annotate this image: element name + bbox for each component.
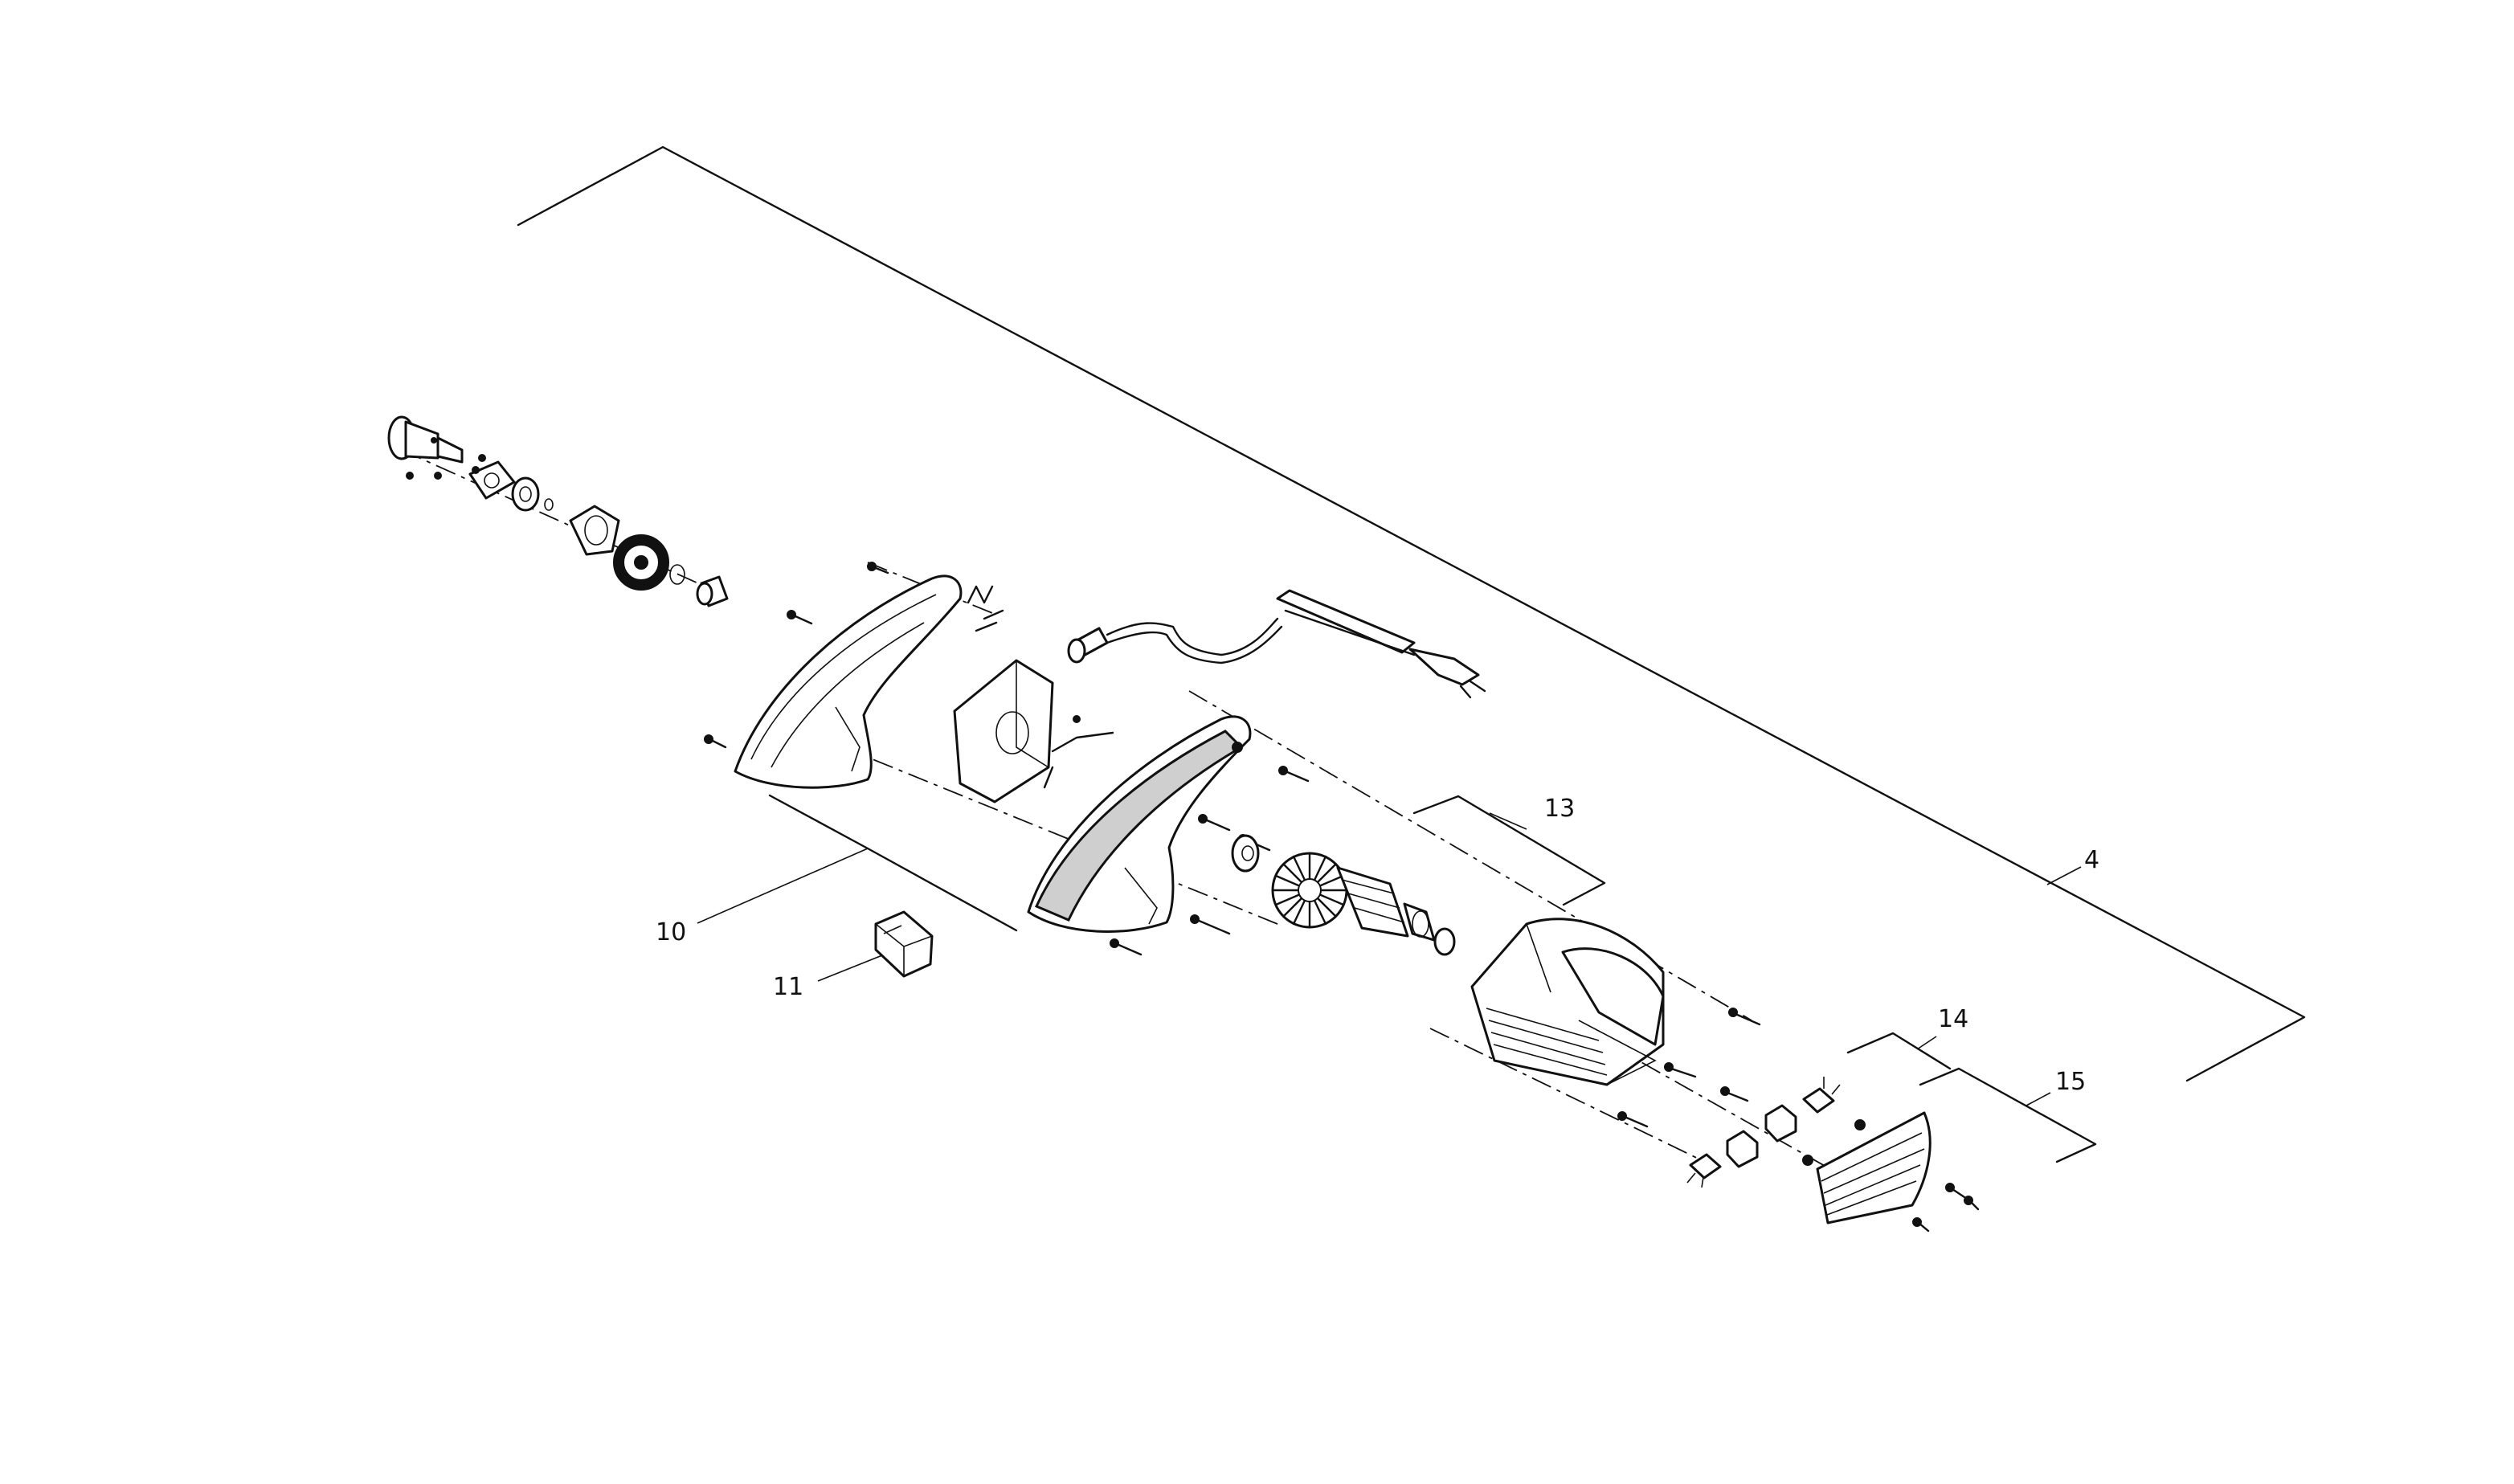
bracket-13 xyxy=(1412,795,1606,906)
power-cord xyxy=(1067,589,1486,699)
brush-holder-lower xyxy=(1686,1153,1722,1188)
bracket-15 xyxy=(1919,1067,2097,1163)
carbon-brush-lower xyxy=(1726,1130,1759,1168)
fan-washer xyxy=(1231,834,1260,873)
carbon-brush-upper xyxy=(1764,1104,1797,1143)
fan xyxy=(1271,852,1348,929)
callout-label-11: 11 xyxy=(773,973,803,1001)
end-cap-15 xyxy=(1802,1111,1980,1233)
leader-11 xyxy=(817,955,883,982)
washer xyxy=(511,476,554,512)
armature xyxy=(1336,866,1456,956)
switch-button-11 xyxy=(874,910,934,978)
right-housing xyxy=(1027,715,1252,933)
spindle-shaft xyxy=(387,415,464,480)
screws-motor-housing xyxy=(1617,1008,1761,1128)
brush-holder-upper xyxy=(1802,1077,1841,1114)
switch-module xyxy=(953,659,1114,803)
callout-label-15: 15 xyxy=(2055,1068,2086,1096)
gear-wheel xyxy=(613,534,685,591)
bracket-10 xyxy=(697,794,1018,932)
flange-plate xyxy=(468,454,516,500)
bushing xyxy=(696,575,729,607)
spring-screw xyxy=(967,585,1004,632)
callout-label-14: 14 xyxy=(1938,1005,1968,1033)
callout-label-13: 13 xyxy=(1544,795,1575,823)
bracket-4 xyxy=(517,145,2306,1082)
bracket-14 xyxy=(1846,1032,1952,1070)
callout-label-10: 10 xyxy=(656,918,686,946)
motor-housing xyxy=(1470,918,1665,1086)
left-housing xyxy=(704,562,963,789)
bearing-housing xyxy=(569,505,620,556)
callout-label-4: 4 xyxy=(2084,846,2099,874)
